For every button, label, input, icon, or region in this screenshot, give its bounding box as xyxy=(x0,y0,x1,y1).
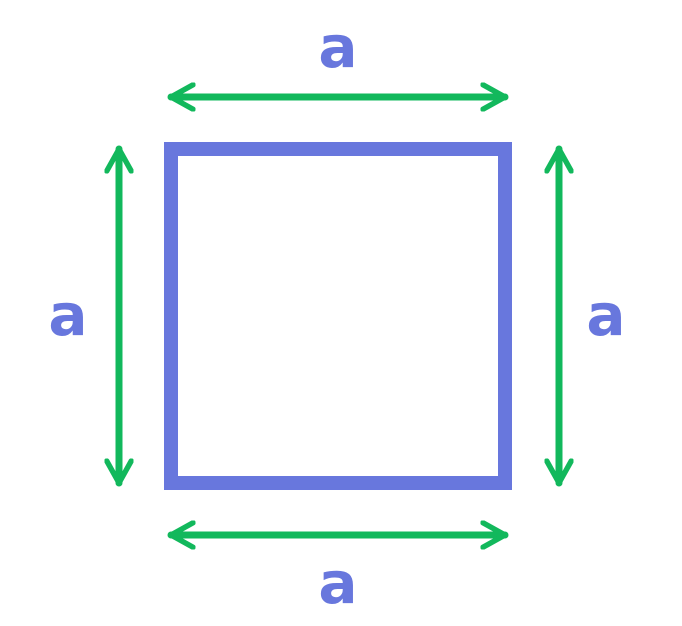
left-side-label: a xyxy=(48,281,87,349)
bottom-side-label: a xyxy=(318,549,357,617)
square-shape xyxy=(164,142,512,490)
top-side-label: a xyxy=(318,13,357,81)
right-side-label: a xyxy=(586,281,625,349)
